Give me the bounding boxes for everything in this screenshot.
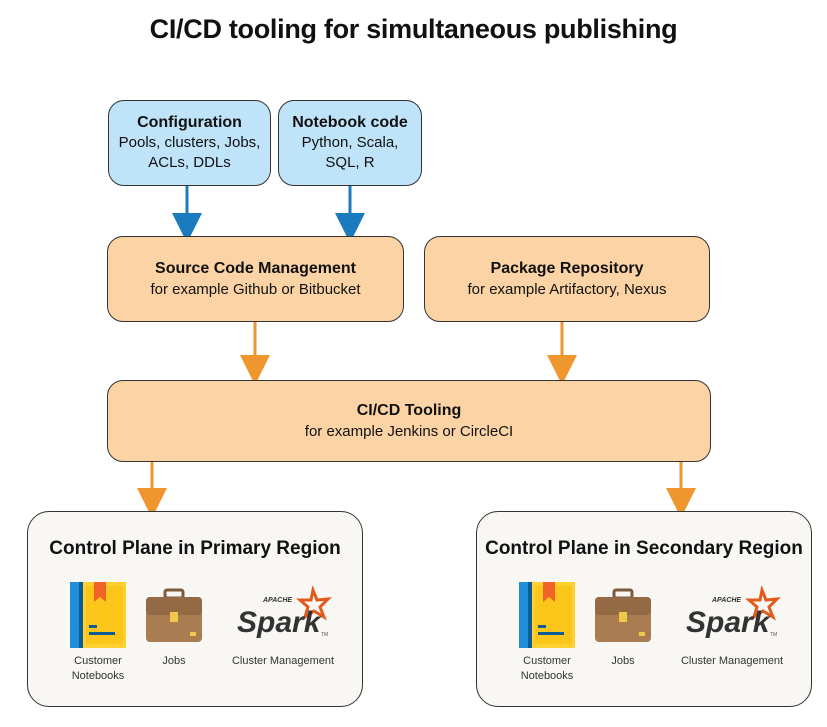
secondary-caption-cluster: Cluster Management <box>680 655 784 667</box>
briefcase-icon <box>146 588 202 642</box>
briefcase-icon <box>595 588 651 642</box>
svg-text:Spark: Spark <box>686 606 771 639</box>
primary-plane-title: Control Plane in Primary Region <box>49 538 341 559</box>
primary-control-plane: Control Plane in Primary Region Customer… <box>27 511 363 707</box>
spark-logo: APACHE Spark TM <box>686 586 781 639</box>
svg-text:TM: TM <box>321 632 328 638</box>
scm-box: Source Code Management for example Githu… <box>107 236 404 322</box>
cicd-title: CI/CD Tooling <box>356 402 462 419</box>
svg-text:TM: TM <box>770 632 777 638</box>
primary-caption-cluster: Cluster Management <box>231 655 335 667</box>
diagram-title: CI/CD tooling for simultaneous publishin… <box>149 14 678 44</box>
notebook-code-line-2: SQL, R <box>325 154 375 171</box>
package-repo-title: Package Repository <box>490 260 644 277</box>
svg-text:APACHE: APACHE <box>711 597 741 604</box>
secondary-control-plane: Control Plane in Secondary Region Custom… <box>476 511 812 707</box>
configuration-box: Configuration Pools, clusters, Jobs, ACL… <box>108 100 271 186</box>
primary-caption-jobs: Jobs <box>162 655 186 667</box>
secondary-plane-title: Control Plane in Secondary Region <box>485 538 803 559</box>
notebook-icon <box>70 582 126 648</box>
configuration-title: Configuration <box>137 114 242 131</box>
package-repo-subtitle: for example Artifactory, Nexus <box>467 281 667 298</box>
cicd-subtitle: for example Jenkins or CircleCI <box>304 423 514 440</box>
configuration-line-1: Pools, clusters, Jobs, <box>118 134 261 151</box>
spark-logo: APACHE Spark TM <box>237 586 332 639</box>
notebook-icon <box>519 582 575 648</box>
scm-title: Source Code Management <box>155 260 356 277</box>
primary-caption-notebooks: Customer Notebooks <box>71 655 125 682</box>
notebook-code-title: Notebook code <box>292 114 408 131</box>
scm-subtitle: for example Github or Bitbucket <box>150 281 361 298</box>
svg-text:APACHE: APACHE <box>262 597 292 604</box>
secondary-caption-jobs: Jobs <box>611 655 635 667</box>
svg-text:Spark: Spark <box>237 606 322 639</box>
notebook-code-box: Notebook code Python, Scala, SQL, R <box>278 100 422 186</box>
secondary-caption-notebooks: Customer Notebooks <box>520 655 574 682</box>
configuration-line-2: ACLs, DDLs <box>148 154 231 171</box>
notebook-code-line-1: Python, Scala, <box>301 134 399 151</box>
cicd-box: CI/CD Tooling for example Jenkins or Cir… <box>107 380 711 462</box>
package-repo-box: Package Repository for example Artifacto… <box>424 236 710 322</box>
